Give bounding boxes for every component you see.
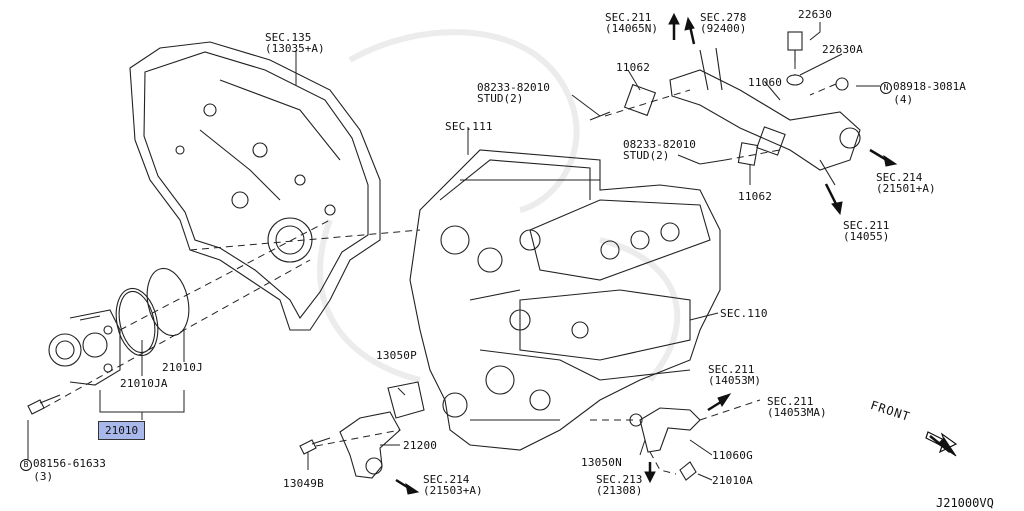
label-sec211-ma[interactable]: SEC.211 (14053MA) (767, 395, 827, 419)
stud-2 (699, 159, 726, 165)
pipe-11060g (629, 407, 701, 453)
timing-cover (129, 41, 381, 331)
b-circle-icon: B (20, 459, 32, 471)
water-pump (48, 309, 121, 386)
label-sec135[interactable]: SEC.135 (13035+A) (265, 31, 325, 55)
bolt-08156 (27, 394, 61, 415)
label-11062-mid[interactable]: 11062 (738, 190, 773, 203)
label-sec214-right[interactable]: SEC.214 (21501+A) (876, 171, 936, 195)
label-sec211-m[interactable]: SEC.211 (14053M) (708, 363, 761, 387)
label-21010a[interactable]: 21010A (712, 474, 753, 487)
gasket-21010j (146, 267, 190, 337)
label-sec214-bottom[interactable]: SEC.214 (21503+A) (423, 473, 483, 497)
label-sec211-top[interactable]: SEC.211 (14065N) (605, 11, 658, 35)
label-sec213[interactable]: SEC.213 (21308) (596, 473, 643, 497)
leader-lines (27, 22, 880, 481)
arrows (395, 12, 957, 495)
label-08233-stud-1[interactable]: 08233-82010 STUD(2) (477, 81, 550, 105)
label-21200[interactable]: 21200 (403, 439, 438, 452)
bolt-13049b (299, 437, 331, 455)
leader-dashes (43, 62, 837, 475)
n-circle-icon: N (880, 82, 892, 94)
watermark-logo (317, 29, 681, 383)
label-sec111[interactable]: SEC.111 (445, 120, 493, 133)
water-pipe-11060 (623, 47, 861, 186)
diagram-code: J21000VQ (936, 496, 994, 510)
label-13050p[interactable]: 13050P (376, 349, 417, 362)
label-11062-top[interactable]: 11062 (616, 61, 651, 74)
bolt-08918 (835, 77, 849, 91)
engine-block (409, 149, 721, 451)
label-13050n[interactable]: 13050N (581, 456, 622, 469)
label-11060[interactable]: 11060 (748, 76, 783, 89)
highlight-21010[interactable]: 21010 (98, 421, 146, 440)
label-sec278[interactable]: SEC.278 (92400) (700, 11, 747, 35)
front-arrow-icon (925, 431, 958, 454)
label-22630[interactable]: 22630 (798, 8, 833, 21)
label-21010ja[interactable]: 21010JA (120, 377, 168, 390)
label-08233-stud-2[interactable]: 08233-82010 STUD(2) (623, 138, 696, 162)
gasket-21010ja (115, 287, 159, 357)
bolt-21010a (679, 461, 697, 481)
gasket-13050p (387, 381, 425, 419)
label-sec211-right[interactable]: SEC.211 (14055) (843, 219, 890, 243)
label-11060g[interactable]: 11060G (712, 449, 753, 462)
temp-sensor-22630 (786, 31, 804, 86)
label-21010j[interactable]: 21010J (162, 361, 203, 374)
label-13049b[interactable]: 13049B (283, 477, 324, 490)
label-sec110[interactable]: SEC.110 (720, 307, 768, 320)
thermostat-housing-21200 (339, 411, 401, 479)
label-22630a[interactable]: 22630A (822, 43, 863, 56)
gasket-11062 (737, 142, 759, 166)
